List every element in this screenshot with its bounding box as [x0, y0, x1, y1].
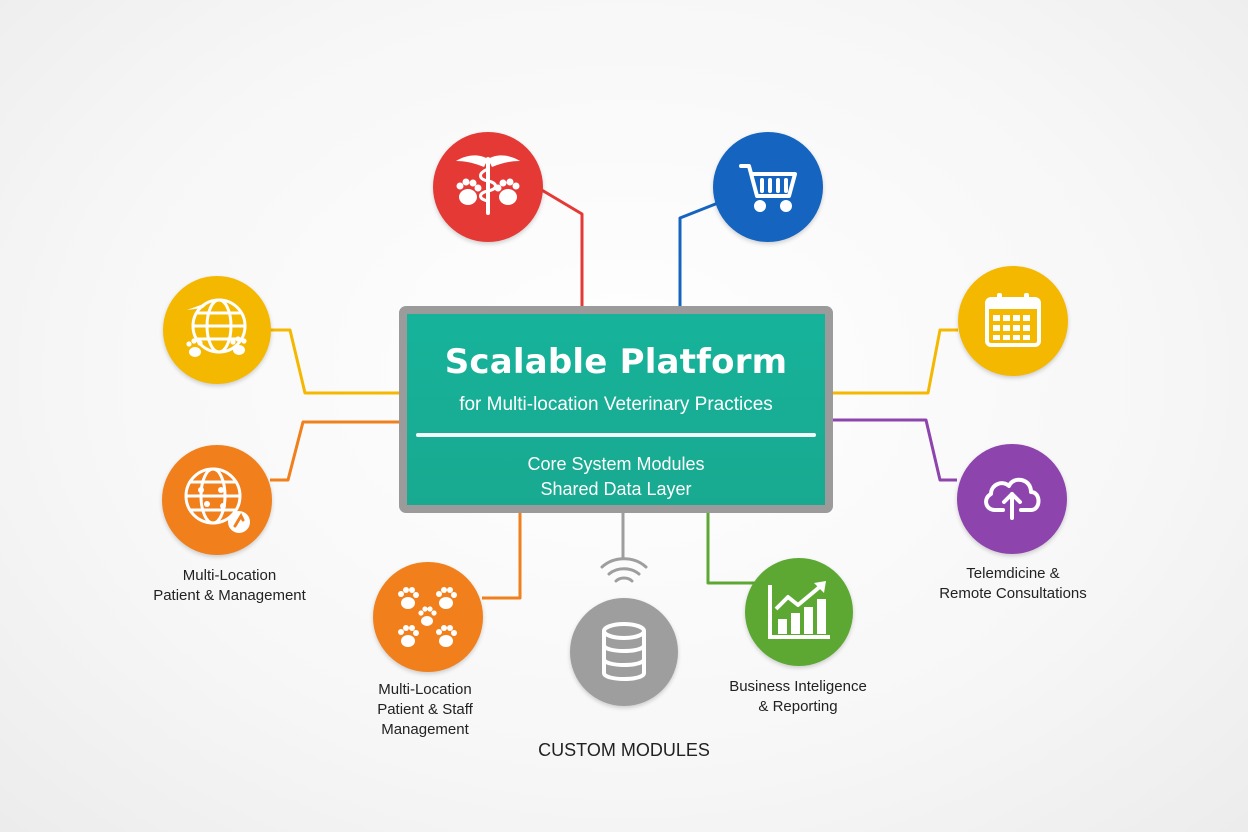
connector-telemedicine [833, 418, 957, 482]
wifi-icon [600, 557, 648, 583]
connector-business-intelligence [706, 513, 760, 585]
telemedicine-label: Telemdicine & Remote Consultations [939, 565, 1087, 602]
core-system-modules-label: Core System Modules [527, 454, 705, 474]
multi-location-staff-label: Multi-Location Patient & Staff Managemen… [377, 681, 473, 738]
connector-veterinary [534, 184, 584, 306]
global-pets-module[interactable] [163, 276, 271, 384]
platform-divider [416, 433, 816, 437]
multi-location-staff-module[interactable] [373, 562, 483, 672]
caduceus-paw-icon [456, 155, 520, 215]
connector-global-pets [268, 328, 399, 395]
paw-prints-icon [398, 587, 457, 647]
calendar-icon [985, 293, 1041, 347]
platform-box: Scalable Platform for Multi-location Vet… [399, 306, 833, 513]
custom-modules-label: CUSTOM MODULES [538, 740, 710, 760]
multi-location-patient-module[interactable] [162, 445, 272, 555]
globe-network-icon [184, 467, 250, 533]
business-intelligence-label: Business Inteligence & Reporting [729, 678, 867, 715]
veterinary-module[interactable] [433, 132, 543, 242]
database-module[interactable] [570, 598, 678, 706]
connector-multi-location-patient [270, 420, 399, 482]
database-icon [602, 622, 646, 681]
business-intelligence-module[interactable] [745, 558, 853, 666]
globe-paw-icon [186, 298, 247, 357]
connector-multi-location-staff [482, 513, 522, 600]
ecommerce-module[interactable] [713, 132, 823, 242]
multi-location-patient-label: Multi-Location Patient & Management [153, 567, 306, 604]
platform-title: Scalable Platform [444, 342, 788, 382]
scheduling-module[interactable] [958, 266, 1068, 376]
cloud-upload-icon [984, 477, 1041, 520]
platform-subtitle: for Multi-location Veterinary Practices [459, 394, 773, 415]
bar-chart-growth-icon [768, 581, 830, 639]
telemedicine-module[interactable] [957, 444, 1067, 554]
connector-ecommerce [678, 201, 719, 306]
connector-scheduling [833, 328, 958, 395]
shared-data-layer-label: Shared Data Layer [540, 479, 692, 499]
shopping-cart-icon [739, 164, 797, 212]
